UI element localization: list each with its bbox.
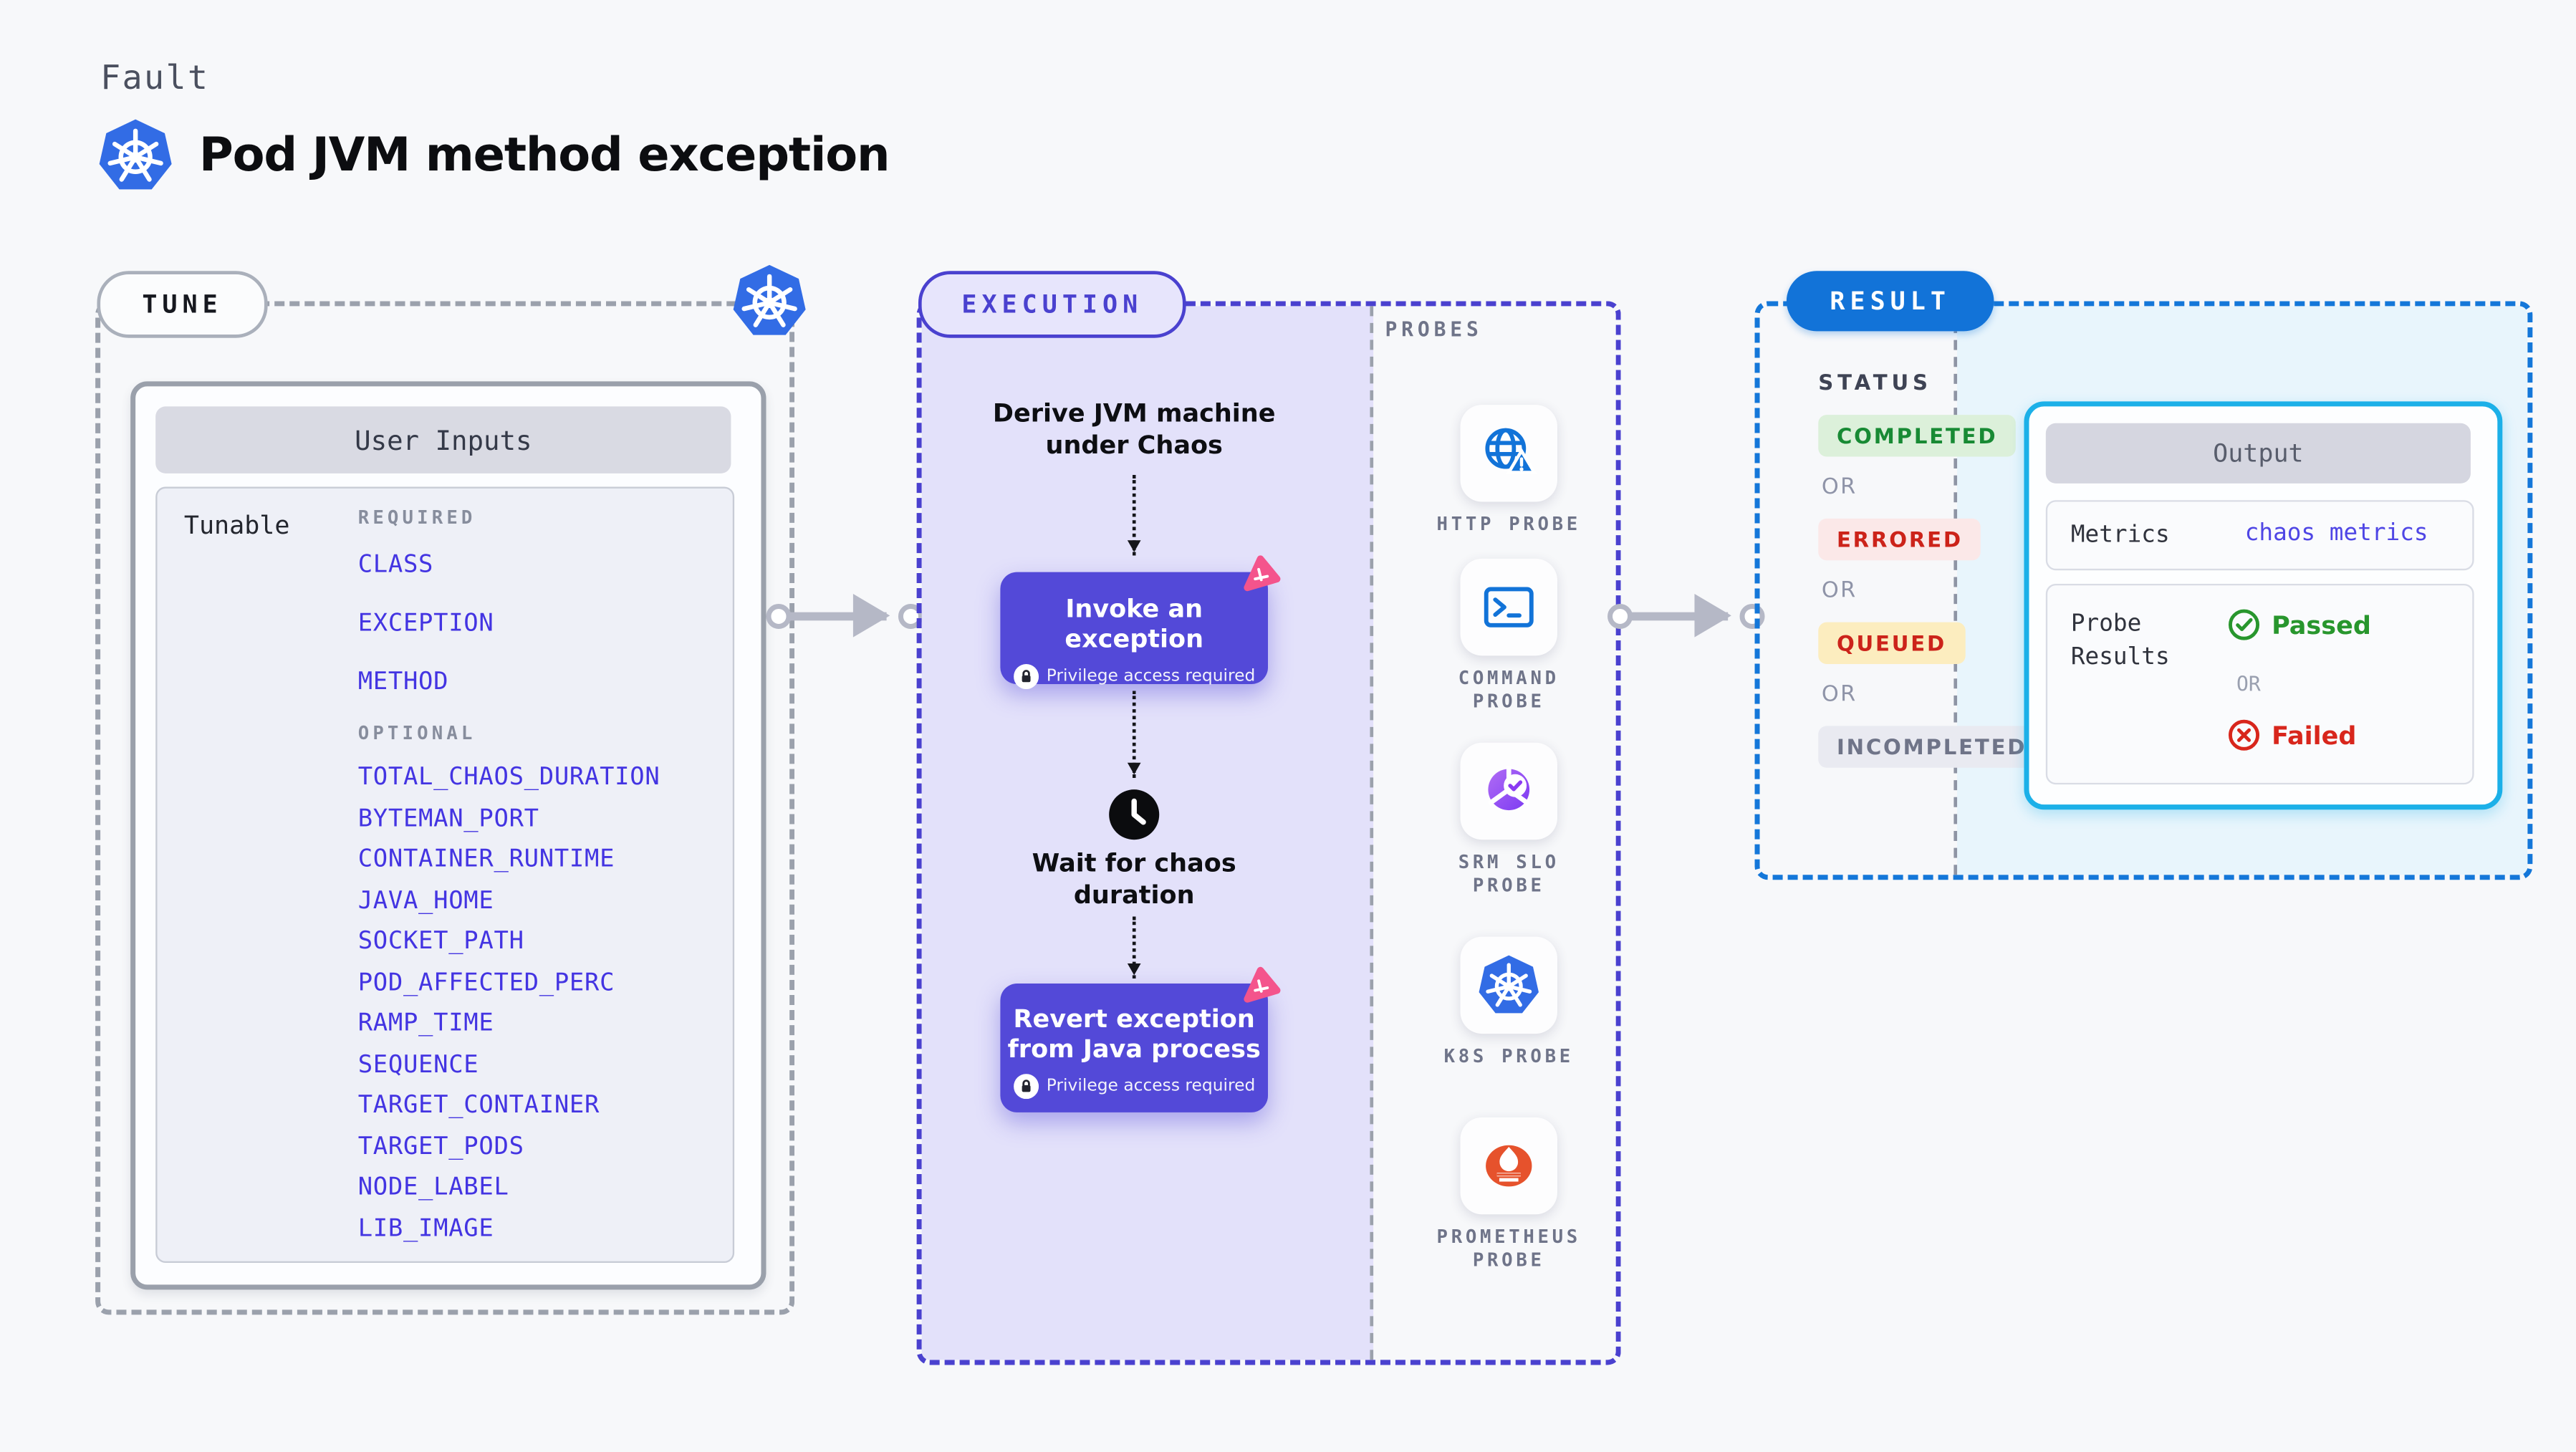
- page-title: Pod JVM method exception: [198, 127, 890, 183]
- tunable-item: TARGET_PODS: [357, 1133, 524, 1160]
- tunable-item: SOCKET_PATH: [357, 928, 524, 956]
- kubernetes-icon: [1477, 953, 1541, 1017]
- probe-card: [1460, 1117, 1557, 1215]
- failed-label: Failed: [2272, 720, 2357, 751]
- derive-jvm-step: Derive JVM machine under Chaos: [992, 398, 1276, 461]
- tunable-item: NODE_LABEL: [357, 1174, 509, 1201]
- probe-label: K8S PROBE: [1443, 1045, 1574, 1067]
- output-title: Output: [2045, 423, 2471, 484]
- kubernetes-icon: [731, 263, 807, 340]
- wait-chaos-step: Wait for chaos duration: [1032, 847, 1236, 910]
- down-arrow-icon: [1127, 916, 1141, 979]
- tune-pill: TUNE: [97, 271, 268, 338]
- probe-label: HTTP PROBE: [1436, 513, 1581, 536]
- optional-heading: OPTIONAL: [357, 722, 476, 745]
- execution-pill: EXECUTION: [918, 271, 1186, 338]
- probe-item-http: HTTP PROBE: [1400, 405, 1618, 537]
- tunable-item: METHOD: [357, 669, 449, 696]
- probe-results-label: Probe Results: [2070, 610, 2170, 671]
- metrics-label: Metrics: [2070, 521, 2170, 549]
- tunable-table: Tunable REQUIRED CLASS EXCEPTION METHOD …: [155, 486, 735, 1264]
- probe-card: [1460, 936, 1557, 1034]
- or-label: OR: [1821, 475, 1857, 501]
- or-label: OR: [2236, 672, 2261, 696]
- metrics-row: Metrics chaos metrics: [2045, 500, 2474, 571]
- tunable-item: CLASS: [357, 552, 434, 579]
- lock-icon: [1013, 664, 1039, 690]
- tunable-item: LIB_IMAGE: [357, 1215, 494, 1242]
- probes-heading: PROBES: [1385, 317, 1483, 342]
- result-pill: RESULT: [1786, 271, 1994, 332]
- privilege-note: Privilege access required: [1046, 667, 1256, 686]
- status-badge: INCOMPLETED: [1818, 726, 2046, 768]
- probe-item-srm-slo: SRM SLO PROBE: [1400, 742, 1618, 898]
- tunable-item: JAVA_HOME: [357, 887, 494, 915]
- slo-donut-check-icon: [1487, 766, 1530, 811]
- tunable-item: POD_AFFECTED_PERC: [357, 969, 615, 996]
- probe-results-row: Probe Results Passed OR Failed: [2045, 583, 2474, 785]
- output-card: Output Metrics chaos metrics Probe Resul…: [2024, 401, 2503, 810]
- status-heading: STATUS: [1818, 370, 1932, 395]
- probe-card: [1460, 742, 1557, 840]
- probes-divider: [1370, 306, 1374, 1360]
- fault-kicker: Fault: [100, 57, 210, 97]
- required-heading: REQUIRED: [357, 506, 476, 529]
- down-arrow-icon: [1127, 691, 1141, 778]
- status-badge: ERRORED: [1818, 518, 1981, 561]
- probe-item-k8s: K8S PROBE: [1400, 936, 1618, 1069]
- user-inputs-title: User Inputs: [155, 406, 731, 473]
- probe-card: [1460, 405, 1557, 502]
- result-divider: [1953, 306, 1958, 875]
- probe-label: SRM SLO PROBE: [1458, 851, 1559, 897]
- status-list: COMPLETED OR ERRORED OR QUEUED OR INCOMP…: [1818, 415, 2046, 768]
- clock-icon: [1109, 789, 1160, 840]
- check-circle-icon: [2229, 609, 2260, 640]
- down-arrow-icon: [1127, 475, 1141, 556]
- kubernetes-icon: [97, 117, 173, 193]
- probe-item-prometheus: PROMETHEUS PROBE: [1400, 1117, 1618, 1273]
- tunable-item: BYTEMAN_PORT: [357, 805, 539, 832]
- prometheus-flame-icon: [1486, 1145, 1532, 1187]
- passed-label: Passed: [2272, 610, 2371, 640]
- lock-icon: [1013, 1074, 1039, 1100]
- chaos-pinwheel-icon: [1244, 555, 1281, 592]
- probe-item-command: COMMAND PROBE: [1400, 558, 1618, 714]
- tunable-item: TARGET_CONTAINER: [357, 1092, 600, 1120]
- or-label: OR: [1821, 682, 1857, 708]
- or-label: OR: [1821, 578, 1857, 604]
- probe-label: COMMAND PROBE: [1458, 667, 1559, 713]
- terminal-icon: [1484, 587, 1534, 628]
- user-inputs-card: User Inputs Tunable REQUIRED CLASS EXCEP…: [130, 381, 766, 1290]
- execution-to-result-arrow: [1607, 593, 1765, 638]
- probe-card: [1460, 558, 1557, 656]
- tunable-row-label: Tunable: [183, 510, 290, 541]
- chaos-pinwheel-icon: [1244, 966, 1281, 1003]
- tunable-item: RAMP_TIME: [357, 1010, 494, 1037]
- invoke-exception-node: Invoke an exception Privilege access req…: [1000, 555, 1281, 690]
- tunable-item: CONTAINER_RUNTIME: [357, 846, 615, 873]
- tunable-item: SEQUENCE: [357, 1051, 479, 1078]
- revert-exception-label: Revert exception from Java process: [1007, 1004, 1261, 1064]
- tunable-list: REQUIRED CLASS EXCEPTION METHOD OPTIONAL…: [358, 507, 718, 1242]
- revert-exception-node: Revert exception from Java process Privi…: [1000, 966, 1281, 1112]
- privilege-note: Privilege access required: [1046, 1077, 1256, 1096]
- tunable-item: EXCEPTION: [357, 610, 494, 638]
- tunable-item: TOTAL_CHAOS_DURATION: [357, 764, 660, 792]
- status-badge: QUEUED: [1818, 622, 1965, 665]
- metrics-value: chaos metrics: [2244, 520, 2428, 547]
- status-badge: COMPLETED: [1818, 415, 2017, 457]
- globe-alert-icon: [1485, 428, 1537, 474]
- tune-section-border: [95, 301, 795, 1315]
- x-circle-icon: [2229, 719, 2260, 751]
- probe-label: PROMETHEUS PROBE: [1436, 1226, 1581, 1271]
- invoke-exception-label: Invoke an exception: [1064, 593, 1204, 655]
- tune-to-execution-arrow: [766, 593, 923, 638]
